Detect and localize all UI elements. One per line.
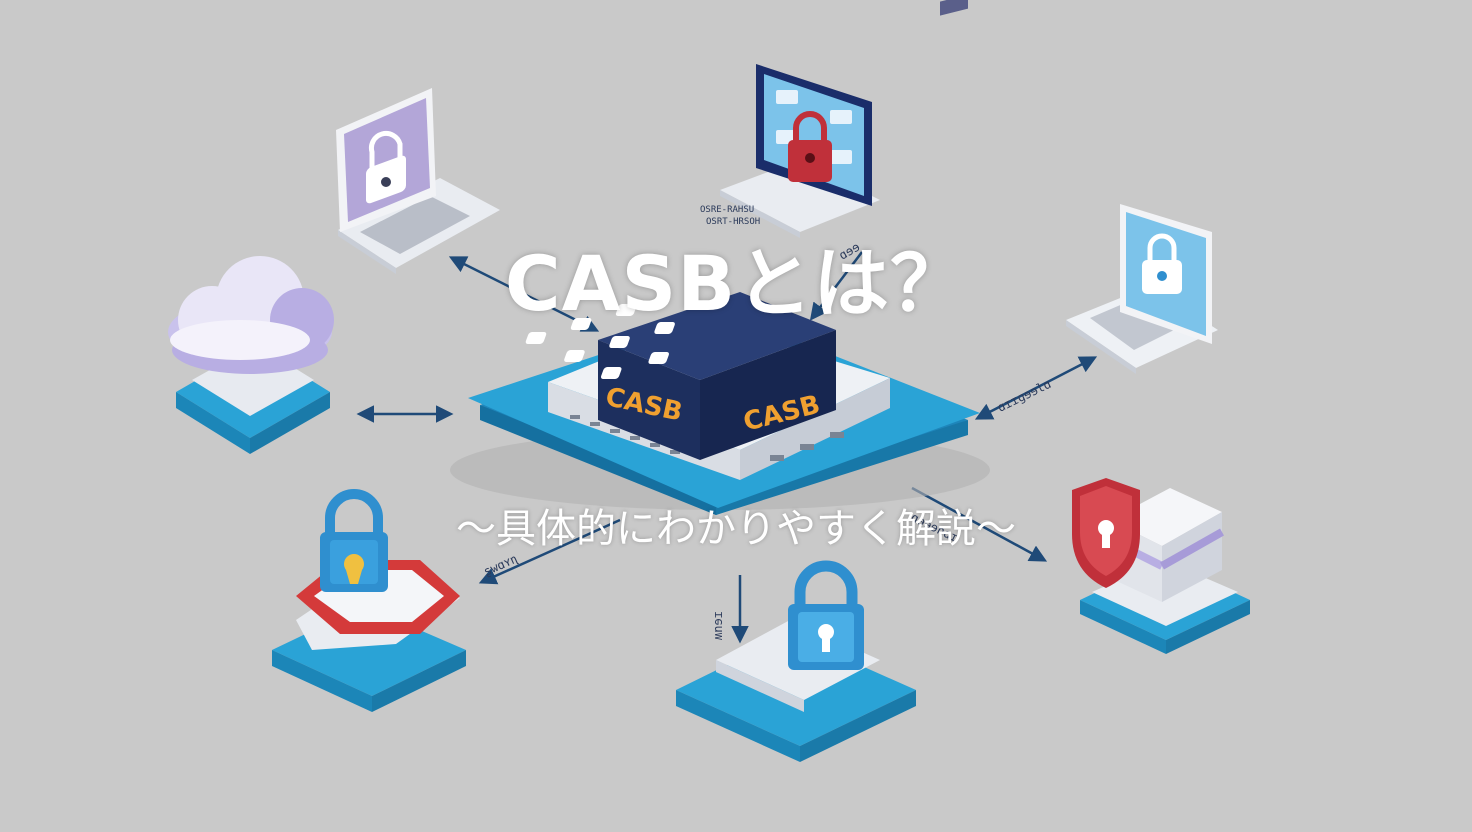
shield-server: [1072, 478, 1250, 654]
padlock-icon: [788, 560, 864, 670]
svg-text:OSRT-HRSOH: OSRT-HRSOH: [706, 217, 760, 227]
laptop-blue-lock: [1066, 204, 1218, 374]
connectors: [356, 251, 1098, 644]
lock-icon: [366, 130, 406, 204]
cloud-storage: [168, 256, 334, 454]
svg-text:OSRE-RAHSU: OSRE-RAHSU: [700, 205, 754, 215]
connector-shield: [911, 486, 1048, 562]
monitor-red-lock: OSRE-RAHSU OSRT-HRSOH: [700, 0, 968, 238]
shield-icon: [1072, 478, 1140, 588]
connector-laptop-purple: [448, 256, 600, 332]
connector-padlock-red: [478, 518, 621, 585]
page-title: CASBとは？: [504, 239, 968, 328]
cloud-icon: [168, 256, 334, 374]
laptop-purple-lock: [336, 88, 500, 274]
connector-laptop-blue: [974, 356, 1098, 420]
lock-icon: [1142, 233, 1182, 294]
casb-hub: CASB CASB: [450, 292, 990, 515]
lock-icon: [788, 111, 832, 182]
page-subtitle: ～具体的にわかりやすく解説～: [456, 506, 1016, 552]
svg-text:ɑɪɪɡɘɘlɑ: ɑɪɪɡɘɘlɑ: [995, 377, 1053, 415]
connector-monitor: [809, 251, 863, 321]
hub-icon-tiles: [525, 304, 675, 379]
padlock-blue-platform: [676, 560, 916, 762]
svg-text:ʍnɘɪ: ʍnɘɪ: [711, 611, 725, 640]
padlock-icon: [320, 489, 388, 592]
padlock-red-platform: [272, 489, 466, 712]
